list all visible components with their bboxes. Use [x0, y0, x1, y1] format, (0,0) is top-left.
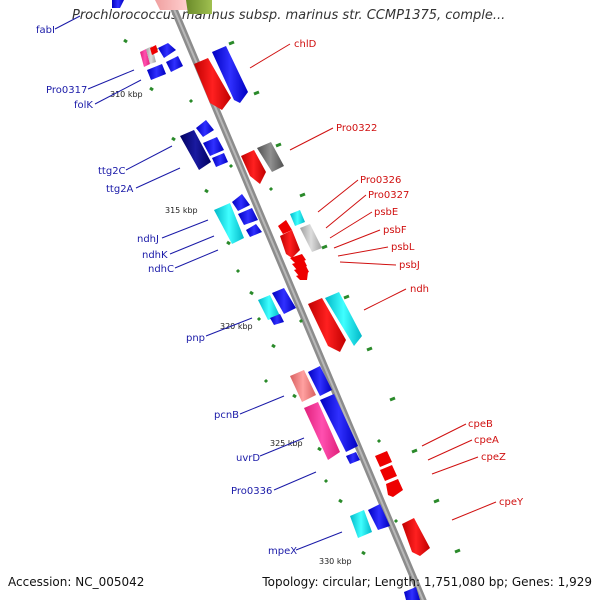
label-ndhC[interactable]: ndhC	[148, 264, 174, 275]
gene-ndhC[interactable]	[246, 224, 262, 237]
gene-ndhK[interactable]	[232, 194, 258, 225]
label-cpeZ[interactable]: cpeZ	[481, 452, 506, 463]
gene-chlD[interactable]	[194, 46, 248, 110]
label-cpeA[interactable]: cpeA	[474, 435, 499, 446]
gene-cpeA[interactable]	[380, 465, 397, 481]
gene-pcnB[interactable]	[290, 366, 332, 402]
label-folK[interactable]: folK	[74, 100, 93, 111]
accession-text: Accession: NC_005042	[8, 575, 145, 589]
gene-ttg2C[interactable]	[180, 130, 211, 170]
gene-mpeX[interactable]	[350, 504, 390, 538]
label-psbE[interactable]: psbE	[374, 207, 398, 218]
label-pcnB[interactable]: pcnB	[214, 410, 239, 421]
gene-pnp[interactable]	[258, 288, 296, 325]
gene-cpeZ[interactable]	[386, 479, 403, 497]
tick-label-325: 325 kbp	[270, 439, 303, 448]
gene-psbJ[interactable]	[294, 266, 309, 280]
label-fabI[interactable]: fabI	[36, 25, 55, 36]
gene-uvrD[interactable]	[304, 402, 340, 460]
ruler-ticks	[123, 38, 461, 556]
gene-ttg2A[interactable]	[196, 120, 228, 167]
tick-label-330: 330 kbp	[319, 557, 352, 566]
label-Pro0322[interactable]: Pro0322	[336, 123, 377, 134]
tick-label-310: 310 kbp	[110, 90, 143, 99]
gene-folK[interactable]	[147, 43, 183, 80]
gene-psbF[interactable]	[280, 230, 300, 258]
label-Pro0326[interactable]: Pro0326	[360, 175, 401, 186]
gene-Pro0317[interactable]	[140, 45, 158, 67]
label-ndhK[interactable]: ndhK	[142, 250, 168, 261]
label-cpeY[interactable]: cpeY	[499, 497, 524, 508]
gene-cpeB[interactable]	[375, 451, 392, 467]
tick-label-320: 320 kbp	[220, 322, 253, 331]
gene-Pro0327[interactable]	[278, 220, 292, 234]
label-ndh[interactable]: ndh	[410, 284, 429, 295]
tick-label-315: 315 kbp	[165, 206, 198, 215]
label-mpeX[interactable]: mpeX	[268, 546, 297, 557]
label-Pro0336[interactable]: Pro0336	[231, 486, 272, 497]
gene-psbE[interactable]	[300, 224, 322, 252]
label-ttg2C[interactable]: ttg2C	[98, 166, 126, 177]
label-ndhJ[interactable]: ndhJ	[137, 234, 159, 245]
label-chlD[interactable]: chlD	[294, 39, 317, 50]
gene-fabI[interactable]	[112, 0, 124, 8]
gene-Pro0336[interactable]	[320, 394, 360, 464]
leader-lines-left	[54, 15, 343, 551]
label-ttg2A[interactable]: ttg2A	[106, 184, 134, 195]
gene-ndh[interactable]	[308, 292, 362, 352]
gene-Pro0326[interactable]	[290, 210, 305, 226]
label-Pro0317[interactable]: Pro0317	[46, 85, 87, 96]
leader-lines-right	[249, 43, 497, 521]
label-Pro0327[interactable]: Pro0327	[368, 190, 409, 201]
label-psbL[interactable]: psbL	[391, 242, 415, 253]
label-psbF[interactable]: psbF	[383, 225, 407, 236]
label-psbJ[interactable]: psbJ	[399, 260, 420, 271]
genome-info-text: Topology: circular; Length: 1,751,080 bp…	[262, 575, 592, 589]
label-pnp[interactable]: pnp	[186, 333, 205, 344]
gene-Pro0322[interactable]	[241, 142, 284, 184]
label-uvrD[interactable]: uvrD	[236, 453, 260, 464]
label-cpeB[interactable]: cpeB	[468, 419, 493, 430]
gene-cpeY[interactable]	[402, 518, 430, 556]
gene-ndhJ[interactable]	[214, 203, 244, 244]
